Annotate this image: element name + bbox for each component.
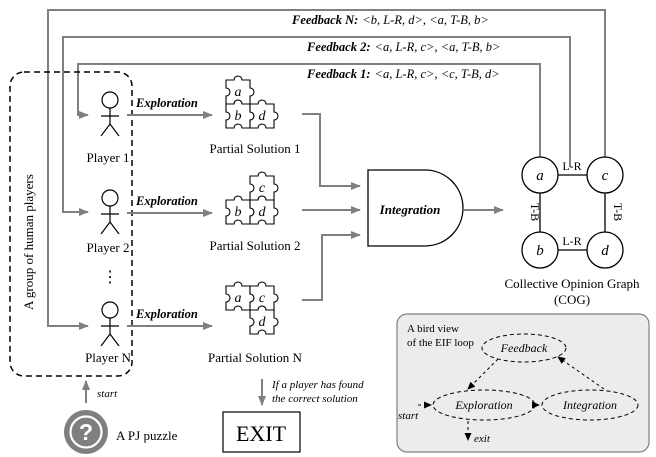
puzzle-label: A PJ puzzle [116, 428, 178, 443]
partial-solution-n-puzzle: a c d [225, 281, 279, 335]
collective-opinion-graph: a c b d L-R L-R T-B T-B Collective Opini… [504, 156, 640, 307]
player-2: Player 2 [87, 189, 130, 255]
player-label: Player 2 [87, 240, 130, 255]
puzzle-piece-label: a [235, 291, 242, 306]
partial-solution-1-label: Partial Solution 1 [210, 141, 301, 156]
bird-view-title-line2: of the EIF loop [407, 337, 474, 349]
puzzle-piece-label: a [235, 85, 242, 100]
exploration-arrows [127, 111, 213, 330]
cog-node-label: d [601, 243, 609, 259]
loop-start-label: start [398, 410, 419, 422]
puzzle-piece-label: c [259, 181, 266, 196]
exploration-label-1: Exploration [135, 96, 198, 110]
feedback-loops [47, 9, 606, 330]
puzzle-piece-label: d [259, 205, 267, 220]
integration-input-arrows [302, 113, 361, 301]
svg-text:?: ? [79, 419, 93, 445]
player-label: Player N [85, 350, 131, 365]
bird-view-title-line1: A bird view [407, 323, 459, 335]
player-n: Player N [85, 301, 132, 365]
cog-caption-line1: Collective Opinion Graph [504, 276, 640, 291]
start-label: start [97, 388, 118, 400]
partial-solution-2-puzzle: c b d [225, 171, 279, 225]
cog-edge-label-bottom: L-R [562, 234, 581, 248]
cog-node-label: b [536, 243, 544, 259]
loop-feedback-label: Feedback [500, 341, 548, 355]
bird-view-panel: A bird view of the EIF loop Feedback Exp… [396, 313, 650, 453]
exit-note-line1: If a player has found [271, 379, 364, 391]
loop-exit-label: exit [474, 433, 491, 445]
partial-solution-1-puzzle: a b d [225, 75, 279, 129]
puzzle-question-icon: ? [64, 410, 108, 454]
feedback-n-text: Feedback N:<b, L-R, d>, <a, T-B, b> [291, 13, 489, 27]
cog-node-label: c [602, 168, 609, 184]
partial-solution-n-label: Partial Solution N [208, 350, 303, 365]
cog-node-label: a [536, 168, 544, 184]
exit-label: EXIT [236, 421, 287, 446]
cog-node-a [521, 156, 559, 194]
person-icon [100, 189, 120, 235]
cog-edge-label-right: T-B [611, 203, 625, 221]
cog-node-c [586, 156, 624, 194]
cog-caption-line2: (COG) [554, 292, 590, 307]
puzzle-piece-label: b [235, 205, 242, 220]
player-label: Player 1 [87, 150, 130, 165]
feedback-1-line [77, 63, 541, 157]
loop-node-feedback [481, 333, 567, 363]
cog-edge-label-left: T-B [528, 203, 542, 221]
loop-integration-label: Integration [562, 398, 617, 412]
cog-node-d [586, 231, 624, 269]
exploration-label-n: Exploration [135, 307, 198, 321]
feedback-1-text: Feedback 1:<a, L-R, c>, <c, T-B, d> [306, 67, 500, 81]
cog-edge-label-top: L-R [562, 159, 581, 173]
partial-solution-2-label: Partial Solution 2 [210, 238, 301, 253]
player-group-box [9, 71, 133, 377]
integration-gate [367, 169, 464, 247]
person-icon [100, 301, 120, 347]
feedback-2-line [62, 36, 571, 216]
puzzle-piece-label: c [259, 291, 266, 306]
loop-exploration-label: Exploration [454, 398, 512, 412]
puzzle-piece-label: b [235, 109, 242, 124]
exploration-label-2: Exploration [135, 194, 198, 208]
integration-label: Integration [379, 202, 441, 217]
players-ellipsis: ⋮ [102, 269, 118, 286]
group-label: A group of human players [21, 174, 36, 310]
cog-node-b [521, 231, 559, 269]
puzzle-piece-label: d [259, 109, 267, 124]
player-1: Player 1 [87, 91, 130, 165]
exit-box [222, 411, 301, 453]
feedback-n-line [47, 9, 606, 330]
puzzle-piece-label: d [259, 315, 267, 330]
feedback-2-text: Feedback 2:<a, L-R, c>, <a, T-B, b> [306, 40, 500, 54]
exit-note-line2: the correct solution [272, 393, 358, 405]
loop-node-integration [541, 389, 639, 421]
person-icon [100, 91, 120, 137]
